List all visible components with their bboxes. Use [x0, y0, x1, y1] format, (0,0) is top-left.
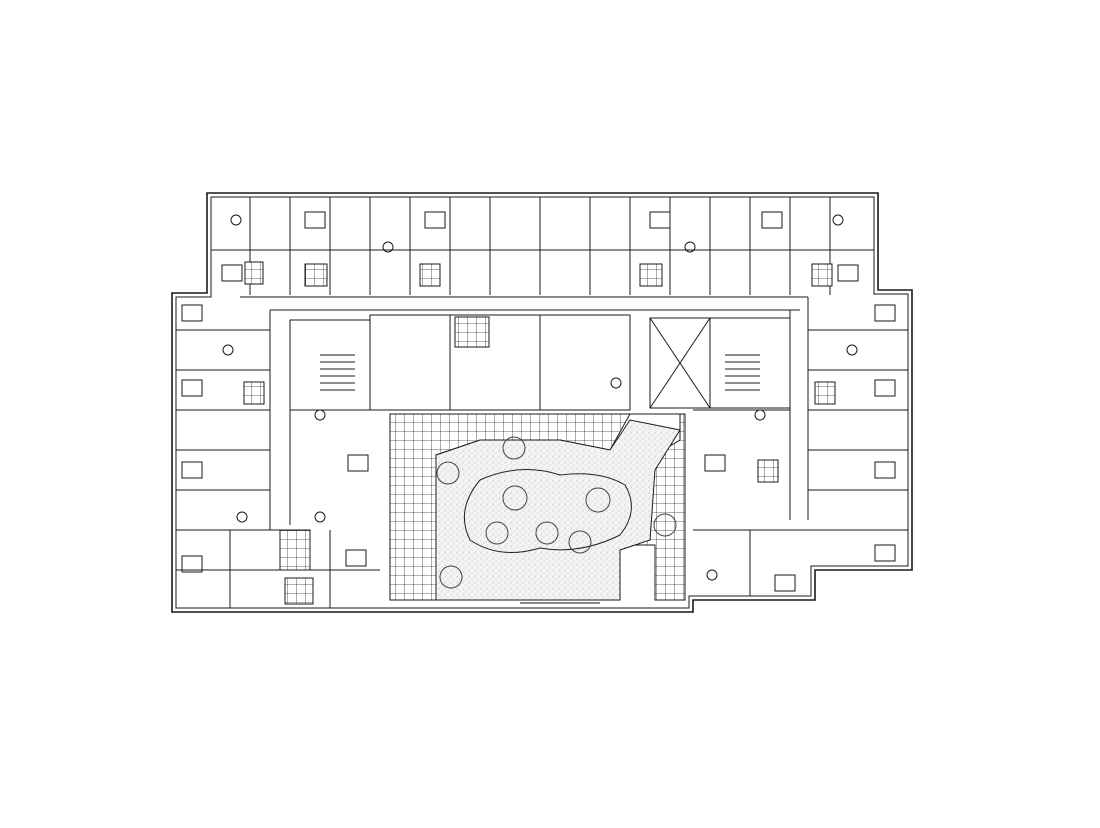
- tree-icon: [436, 436, 677, 589]
- middle-block: [289, 314, 791, 411]
- bathroom-tile: [243, 261, 836, 605]
- inner-wall: [175, 196, 909, 609]
- lawn: [463, 469, 632, 553]
- top-unit-row: [211, 197, 874, 295]
- bed-icon: [181, 211, 896, 592]
- left-unit-column: [176, 329, 380, 608]
- right-unit-column: [693, 329, 908, 596]
- stair-icon: [320, 354, 760, 391]
- outer-wall: [171, 192, 913, 613]
- corridor: [240, 296, 809, 530]
- dining-table-icon: [222, 214, 858, 581]
